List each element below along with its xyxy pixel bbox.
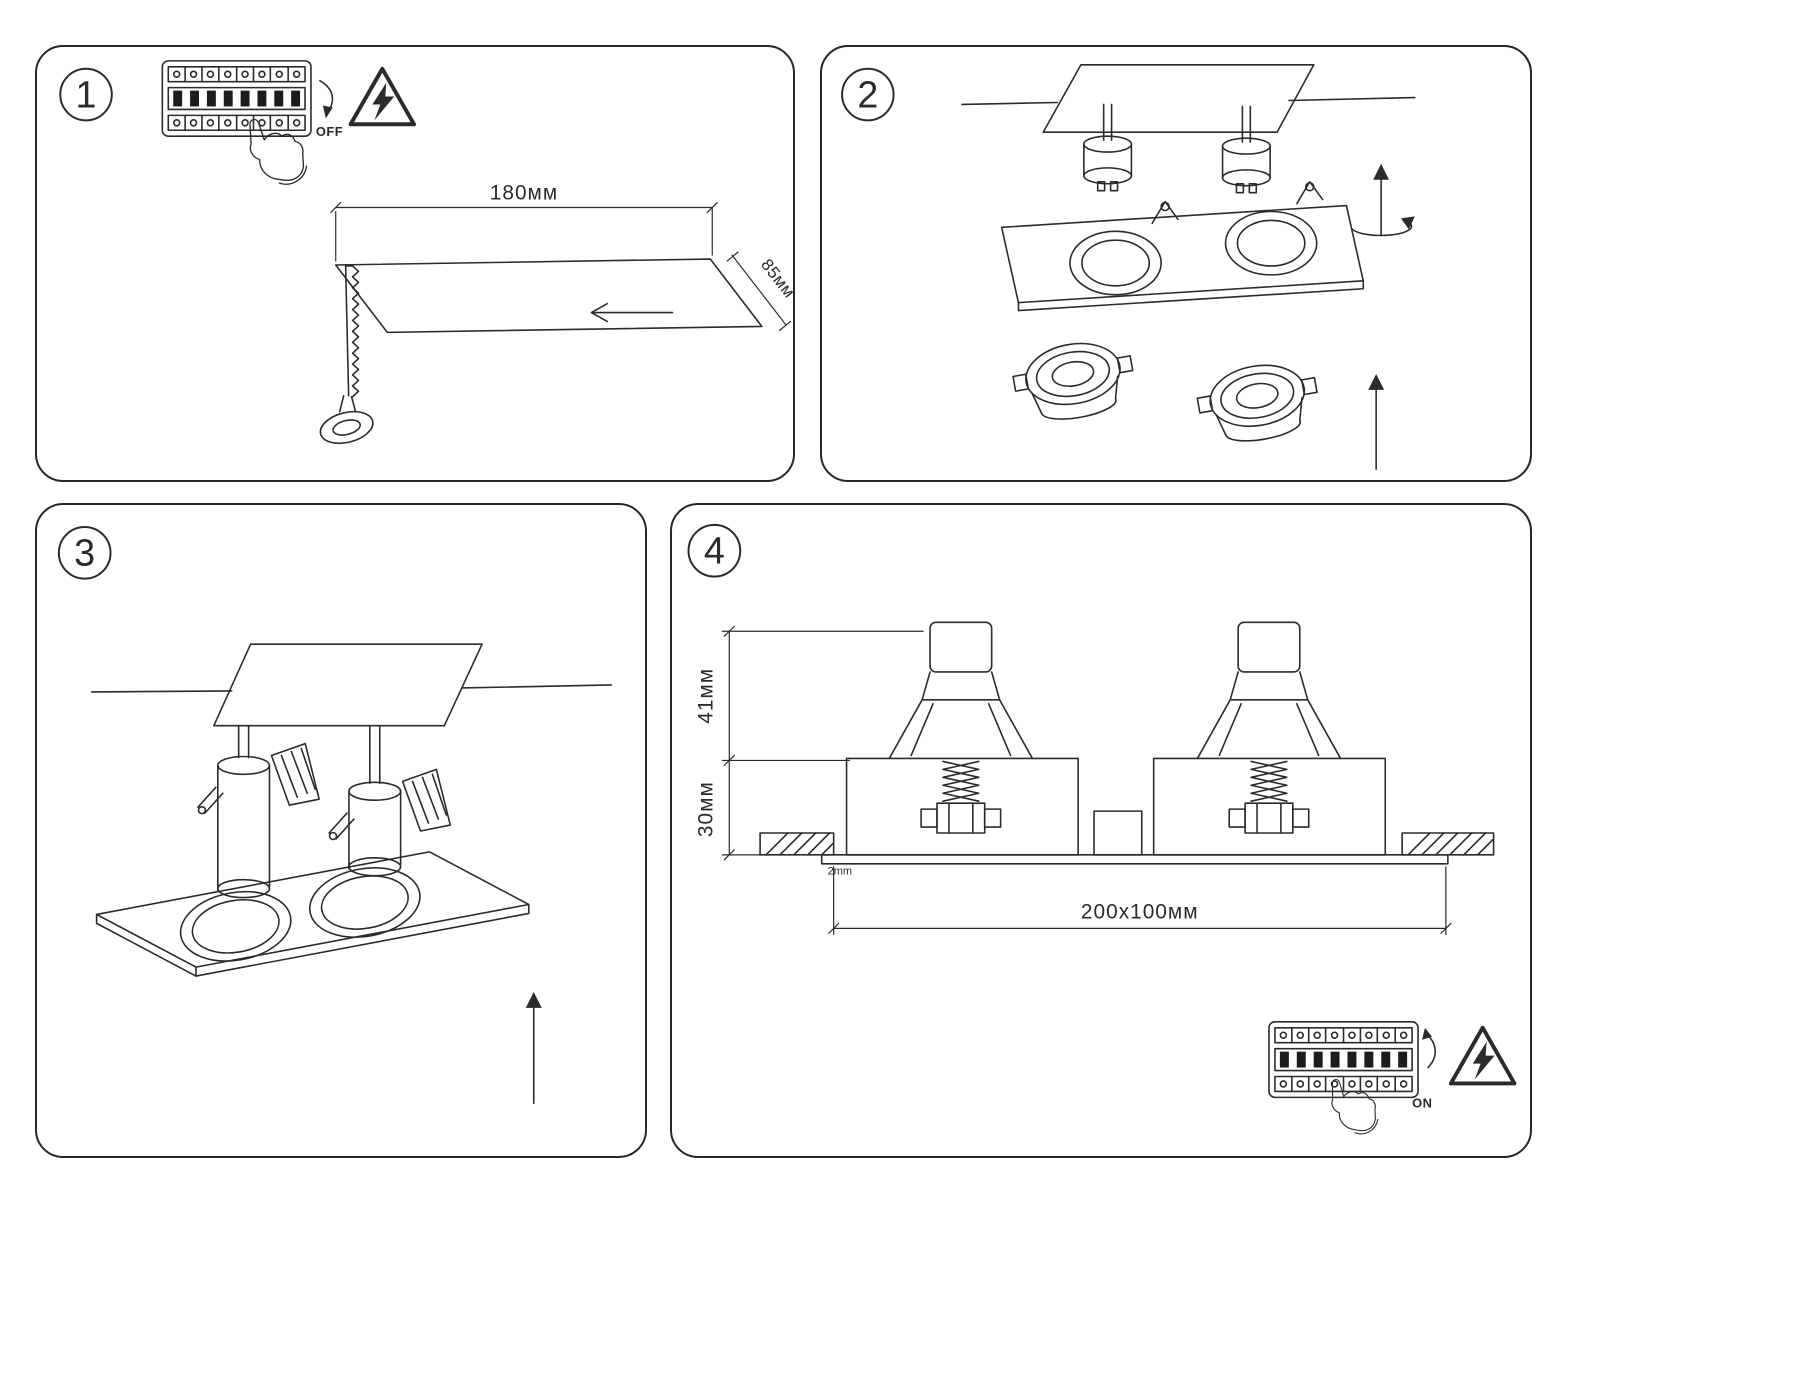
rotate-arrow-icon	[1351, 163, 1415, 237]
cutout-width-label: 180мм	[490, 182, 558, 205]
electric-warning-triangle-icon	[1448, 1025, 1517, 1086]
spring-coil-icon	[1228, 760, 1310, 834]
electric-warning-triangle-icon	[348, 66, 416, 127]
step-4-panel: 4 41мм 30мм	[670, 503, 1532, 1158]
ceiling-opening-drawing	[961, 64, 1416, 134]
circuit-breaker-icon	[1268, 1021, 1419, 1099]
gu10-bulb-icon	[1196, 364, 1318, 442]
power-off-label: OFF	[316, 124, 343, 139]
step-1-illustration: 1	[59, 60, 793, 445]
ceiling-opening-drawing	[90, 643, 613, 727]
power-off-arrow-icon	[319, 79, 334, 119]
power-on-arrow-icon	[1422, 1027, 1436, 1069]
step-number: 1	[76, 73, 97, 115]
fixture-cross-section: 2mm	[759, 621, 1495, 878]
cutout-width-dimension: 180мм	[330, 182, 718, 262]
pointing-hand-icon	[1331, 1078, 1379, 1135]
step-number: 2	[857, 73, 878, 115]
lamp-socket-left	[1083, 135, 1133, 192]
height-dimensions: 41мм 30мм	[694, 625, 924, 861]
circuit-breaker-icon	[161, 60, 312, 137]
gu10-bulb-section	[1196, 621, 1342, 760]
step-1-panel: 1	[35, 45, 795, 482]
power-on-label: ON	[1412, 1095, 1432, 1110]
fixture-body-drawing	[197, 742, 452, 899]
gu10-bulb-section	[888, 621, 1034, 760]
step-number: 4	[704, 530, 725, 572]
spring-coil-icon	[920, 760, 1002, 834]
spring-clip-icon	[270, 742, 320, 806]
ceiling-section-right	[1401, 832, 1495, 856]
push-up-arrow-icon	[525, 991, 542, 1105]
step-2-panel: 2	[820, 45, 1532, 482]
wiring-leads	[237, 724, 381, 785]
plate-thickness-label: 2mm	[828, 866, 852, 878]
spring-clip-icon	[328, 812, 355, 841]
step-3-illustration: 3	[57, 526, 613, 1105]
lamp-socket-right	[1221, 137, 1271, 194]
step-4-illustration: 4 41мм 30мм	[687, 523, 1517, 1135]
ceiling-cutout-drawing	[334, 258, 763, 334]
protrusion-height-label: 41мм	[694, 668, 717, 724]
step-number-badge: 2	[841, 67, 895, 122]
cutout-size-label: 200x100мм	[1081, 900, 1199, 923]
step-number-badge: 3	[57, 526, 112, 580]
recess-depth-label: 30мм	[694, 781, 717, 837]
step-3-panel: 3	[35, 503, 647, 1158]
spring-clip-icon	[197, 786, 224, 815]
cutout-size-dimension: 200x100мм	[828, 866, 1452, 935]
step-2-illustration: 2	[841, 64, 1416, 470]
ceiling-section-left	[759, 832, 835, 856]
cutout-depth-dimension: 85мм	[726, 251, 793, 331]
step-number: 3	[74, 532, 95, 574]
pointing-hand-icon	[249, 118, 308, 185]
spring-clip-icon	[1296, 180, 1324, 205]
mounting-frame-drawing	[1000, 180, 1365, 312]
wiring-leads	[1102, 103, 1252, 143]
cut-direction-arrow-icon	[590, 302, 674, 323]
insert-up-arrow-icon	[1368, 373, 1385, 470]
spring-clip-icon	[1151, 200, 1179, 225]
step-number-badge: 4	[687, 523, 742, 578]
gu10-bulb-icon	[1012, 342, 1134, 420]
keyhole-saw-icon	[319, 265, 374, 445]
trim-plate-drawing	[95, 851, 530, 977]
step-number-badge: 1	[59, 67, 113, 122]
spring-clip-icon	[401, 768, 452, 832]
